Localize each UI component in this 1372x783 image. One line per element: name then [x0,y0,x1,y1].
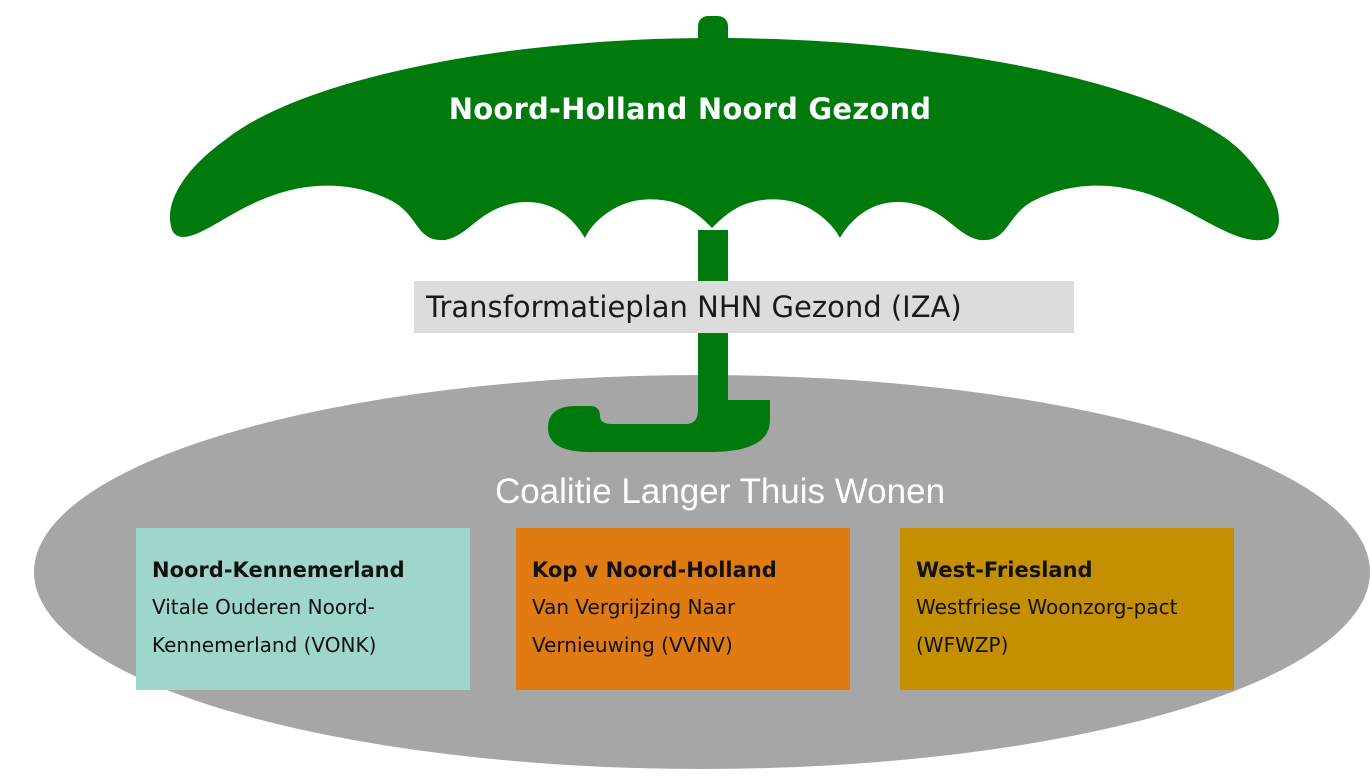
umbrella-title: Noord-Holland Noord Gezond [448,92,932,126]
region-box-noord-kennemerland: Noord-Kennemerland Vitale Ouderen Noord-… [136,528,470,690]
region-description: Vitale Ouderen Noord-Kennemerland (VONK) [152,595,377,657]
region-box-west-friesland: West-Friesland Westfriese Woonzorg-pact … [900,528,1234,690]
plan-label: Transformatieplan NHN Gezond (IZA) [414,281,1074,333]
region-name: Noord-Kennemerland [152,558,405,582]
region-name: Kop v Noord-Holland [532,558,777,582]
region-description: Van Vergrijzing Naar Vernieuwing (VVNV) [532,595,736,657]
umbrella-canopy [169,38,1279,241]
region-box-kop-v-noord-holland: Kop v Noord-Holland Van Vergrijzing Naar… [516,528,850,690]
coalition-title: Coalitie Langer Thuis Wonen [494,472,946,511]
region-name: West-Friesland [916,558,1093,582]
region-description: Westfriese Woonzorg-pact (WFWZP) [916,595,1178,657]
